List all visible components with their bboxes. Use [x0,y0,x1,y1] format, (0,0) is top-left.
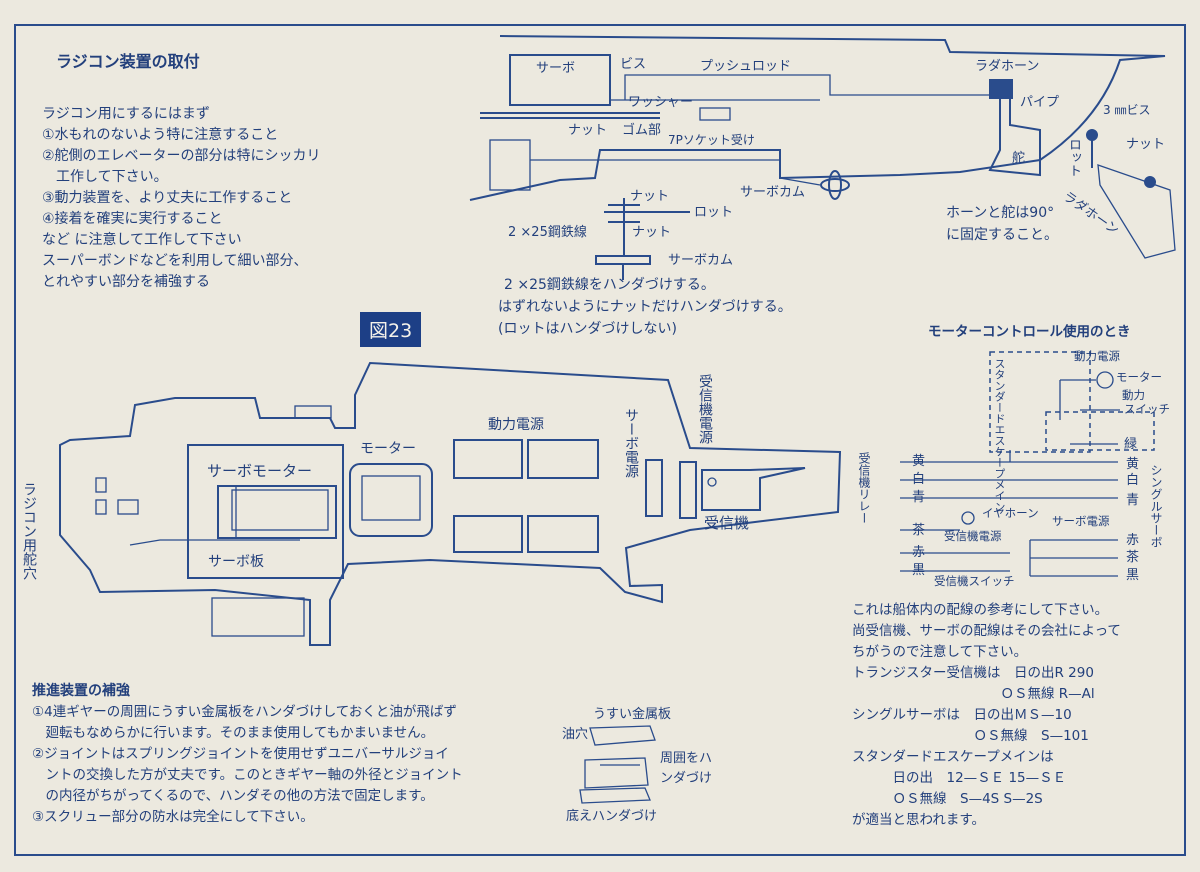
label-motor: モーター [360,441,416,457]
wiring-brown-left: 茶 [912,523,926,538]
label-receiver: 受信機 [704,514,750,532]
cam-nut-bottom: ナット [632,225,672,240]
label-rc-rudder-hole: ラジコン用舵穴 [21,482,37,580]
wiring-green: 緑 [1124,437,1138,452]
rc-item-2: ②舵側のエレベーターの部分は特にシッカリ [42,148,321,164]
rc-section-title: ラジコン装置の取付 [56,52,200,71]
wiring-note-2: 尚受信機、サーボの配線はその会社によって [852,623,1121,639]
cam-nut-top: ナット [630,189,670,204]
label-socket: 7Pソケット受け [668,133,755,147]
label-nut: ナット [568,123,608,138]
label-rudder-horn: ラダホーン [975,59,1040,74]
wiring-black-left: 黒 [912,563,926,578]
wiring-note-9: 日の出 12—ＳＥ 15—ＳＥ [852,770,1067,786]
wiring-power-switch-1: 動力 [1122,388,1145,402]
wiring-power: 動力電源 [1074,349,1120,363]
wiring-red-left: 赤 [912,545,926,560]
cam-detail [595,198,690,280]
label-nut-right: ナット [1126,137,1166,152]
gear-oil-hole: 油穴 [562,727,589,742]
hull-side-view [469,35,1176,259]
label-power-source: 動力電源 [488,417,544,433]
gear-solder-1: 周囲をハ [660,751,713,766]
gear-thin-plate: うすい金属板 [593,707,672,722]
wiring-note-3: ちがうので注意して下さい。 [852,644,1028,660]
wiring-white-right: 白 [1126,473,1140,488]
wiring-power-switch-2: スイッチ [1124,402,1170,416]
wiring-receiver-power: 受信機電源 [944,529,1002,543]
wiring-note-7: ＯＳ無線 S—101 [852,728,1089,744]
cam-note-3: (ロットはハンダづけしない) [498,321,677,337]
label-washer: ワッシャー [628,95,694,110]
cam-servo-cam: サーボカム [668,253,734,268]
label-servo-cam-top: サーボカム [740,185,806,200]
wiring-note-11: が適当と思われます。 [852,812,985,828]
propulsion-item-2b: ントの交換した方が丈夫です。このときギヤー軸の外径とジョイント [32,767,463,783]
rc-item-2b: 工作して下さい。 [42,169,168,185]
rc-item-3: ③動力装置を、より丈夫に工作すること [42,190,293,206]
label-receiver-power: 受信機電源 [697,374,713,444]
rc-item-7: とれやすい部分を補強する [42,274,210,290]
label-servo: サーボ [536,61,576,76]
label-screw-3mm: 3 ㎜ビス [1103,103,1151,117]
rc-item-4: ④接着を確実に実行すること [42,211,223,227]
label-servo-motor: サーボモーター [207,462,313,480]
wiring-yellow-left: 黄 [912,454,926,469]
wiring-brown-right: 茶 [1126,550,1140,565]
rc-item-6: スーパーボンドなどを利用して細い部分、 [42,253,308,269]
wiring-title: モーターコントロール使用のとき [928,324,1131,340]
cam-rod: ロット [694,205,734,220]
propulsion-item-1: ①4連ギヤーの周囲にうすい金属板をハンダづけしておくと油が飛ばず [32,704,457,720]
wiring-servo-power: サーボ電源 [1052,514,1110,528]
cam-note-2: はずれないようにナットだけハンダづけする。 [498,299,792,315]
wiring-black-right: 黒 [1126,568,1140,583]
wiring-single-servo: シングルサーボ [1149,464,1163,548]
figure-label: 図23 [360,312,422,347]
rc-intro: ラジコン用にするにはまず [42,106,210,122]
propulsion-item-3: ③スクリュー部分の防水は完全にして下さい。 [32,809,314,825]
label-screw: ビス [620,57,647,72]
wiring-yellow-right: 黄 [1126,457,1140,472]
horn-note-2: に固定すること。 [946,227,1058,243]
label-servo-power: サーボ電源 [623,408,639,478]
label-rod-right: ロット [1066,138,1081,177]
label-push-rod: プッシュロッド [700,59,792,74]
wiring-motor: モーター [1116,370,1162,384]
rc-item-1: ①水もれのないよう特に注意すること [42,127,279,143]
wiring-note-10: ＯＳ無線 S—4S S—2S [852,791,1043,807]
propulsion-title: 推進装置の補強 [32,683,130,699]
wiring-note-5: ＯＳ無線 R—Al [852,686,1095,702]
wiring-white-left: 白 [912,472,926,487]
wiring-note-8: スタンダードエスケープメインは [852,749,1054,765]
wiring-blue-right: 青 [1126,493,1140,508]
wiring-earphone: イヤホーン [982,506,1039,520]
wiring-red-right: 赤 [1126,533,1140,548]
gear-base-solder: 底えハンダづけ [566,809,658,824]
cam-note-1: 2 ×25鋼鉄線をハンダづけする。 [504,277,715,293]
horn-note-1: ホーンと舵は90° [946,205,1055,221]
propulsion-item-1b: 廻転もなめらかに行います。そのまま使用してもかまいません。 [32,725,435,741]
hull-plan-view [59,361,842,646]
wiring-blue-left: 青 [912,490,926,505]
label-pipe: パイプ [1020,95,1060,110]
rc-item-5: など に注意して工作して下さい [42,232,242,248]
page-border [14,24,1186,856]
cam-wire: 2 ×25鋼鉄線 [508,225,587,240]
wiring-note-6: シングルサーボは 日の出ＭＳ—10 [852,707,1072,723]
propulsion-item-2c: の内径がちがってくるので、ハンダその他の方法で固定します。 [32,788,434,804]
gear-solder-2: ンダづけ [660,771,713,786]
wiring-receiver-switch: 受信機スイッチ [934,574,1015,588]
wiring-note-4: トランジスター受信機は 日の出R 290 [852,665,1094,681]
label-rubber: ゴム部 [622,123,662,138]
wiring-diagram [900,351,1155,577]
wiring-note-1: これは船体内の配線の参考にして下さい。 [852,602,1109,618]
propulsion-item-2: ②ジョイントはスプリングジョイントを使用せずユニバーサルジョイ [32,746,449,762]
label-servo-board: サーボ板 [208,554,264,570]
label-rudder: 舵 [1012,151,1026,166]
wiring-relay: 受信機リレー [857,452,871,524]
wiring-standard-escape: スタンダードエスケープメイン [993,358,1006,512]
gear-plate-detail [579,725,656,804]
